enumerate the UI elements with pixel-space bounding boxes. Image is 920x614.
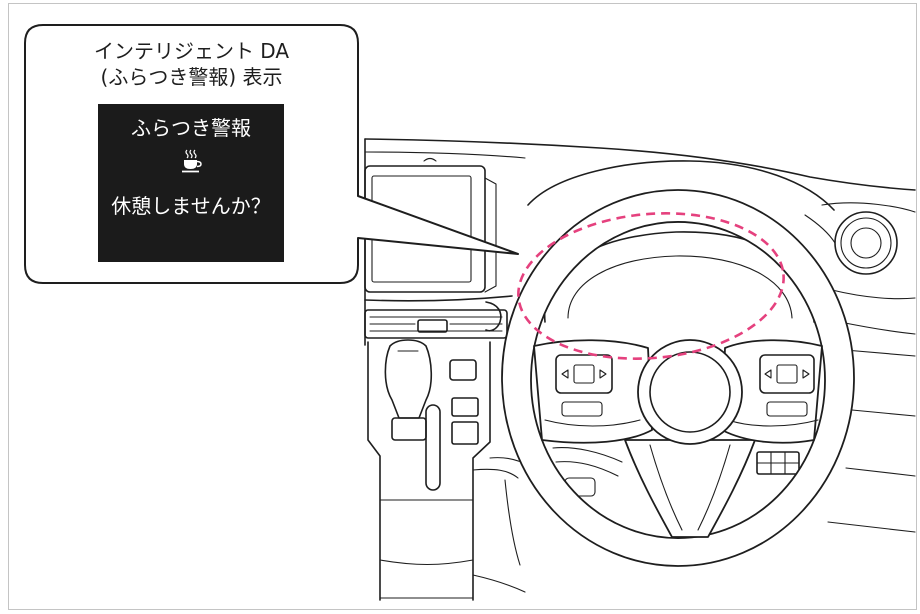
left-spoke-switch xyxy=(555,354,613,394)
console-button-lower xyxy=(451,421,479,445)
side-air-vent-outer xyxy=(834,211,898,275)
steering-wheel-rim xyxy=(501,189,855,567)
dashboard-upper-trim xyxy=(364,151,526,159)
console-right-edge xyxy=(472,341,491,601)
gear-shifter-knob xyxy=(384,339,433,419)
callout-title-line-1: インテリジェント DA xyxy=(93,39,290,63)
left-spoke-arrows xyxy=(561,369,607,379)
warning-heading: ふらつき警報 xyxy=(131,116,251,140)
cup-handle xyxy=(196,160,202,168)
left-spoke-switch-center xyxy=(573,364,595,384)
image-frame xyxy=(8,3,917,610)
right-dash-upper xyxy=(804,202,916,300)
center-stack-trim xyxy=(364,295,513,302)
side-air-vent-center xyxy=(850,227,882,259)
lower-dash-lines xyxy=(472,457,561,593)
console-display xyxy=(449,359,477,381)
right-spoke-switch xyxy=(759,354,815,394)
left-spoke xyxy=(533,339,653,444)
right-spoke-switch-center xyxy=(776,364,798,384)
right-spoke-button xyxy=(766,401,808,417)
steam-lines xyxy=(185,149,197,159)
steering-hub-center xyxy=(649,351,731,433)
console-left-edge xyxy=(367,341,381,601)
coffee-cup-icon xyxy=(182,149,202,173)
right-dash-lower xyxy=(827,321,916,533)
console-button-upper xyxy=(451,397,479,417)
cup-body xyxy=(184,160,197,169)
lower-spoke xyxy=(624,439,756,538)
instrument-hood-top xyxy=(527,160,835,211)
dashboard-trim-detail xyxy=(423,157,437,162)
steering-wheel xyxy=(501,189,855,567)
console-lower-lines xyxy=(379,499,474,599)
screen-side-edge xyxy=(484,177,497,293)
switch-panel-buttons xyxy=(756,451,800,475)
meter-display: ふらつき警報 休憩しませんか？ xyxy=(98,104,284,262)
hazard-button xyxy=(417,319,448,333)
left-spoke-button xyxy=(561,401,603,417)
instrument-cluster-highlight xyxy=(517,212,785,360)
dashboard-top-edge xyxy=(364,138,916,191)
console-slot xyxy=(425,404,441,491)
callout-title-line-2: (ふらつき警報) 表示 xyxy=(100,65,283,89)
gear-shifter-base xyxy=(391,417,427,441)
dashboard xyxy=(364,138,916,601)
steering-hub xyxy=(637,339,743,445)
center-air-vent xyxy=(364,309,508,339)
spoke-lower-trims xyxy=(544,419,819,427)
right-spoke-arrows xyxy=(764,369,810,379)
vent-slats xyxy=(369,316,503,332)
side-air-vent-ring xyxy=(840,217,892,269)
vent-knob xyxy=(485,301,502,332)
lower-spoke-trim xyxy=(649,444,731,531)
turn-signal-stalk xyxy=(552,447,623,477)
instrument-cluster-face xyxy=(567,255,793,319)
callout-title: インテリジェント DA (ふらつき警報) 表示 xyxy=(25,38,358,90)
rest-message: 休憩しませんか？ xyxy=(111,194,271,218)
